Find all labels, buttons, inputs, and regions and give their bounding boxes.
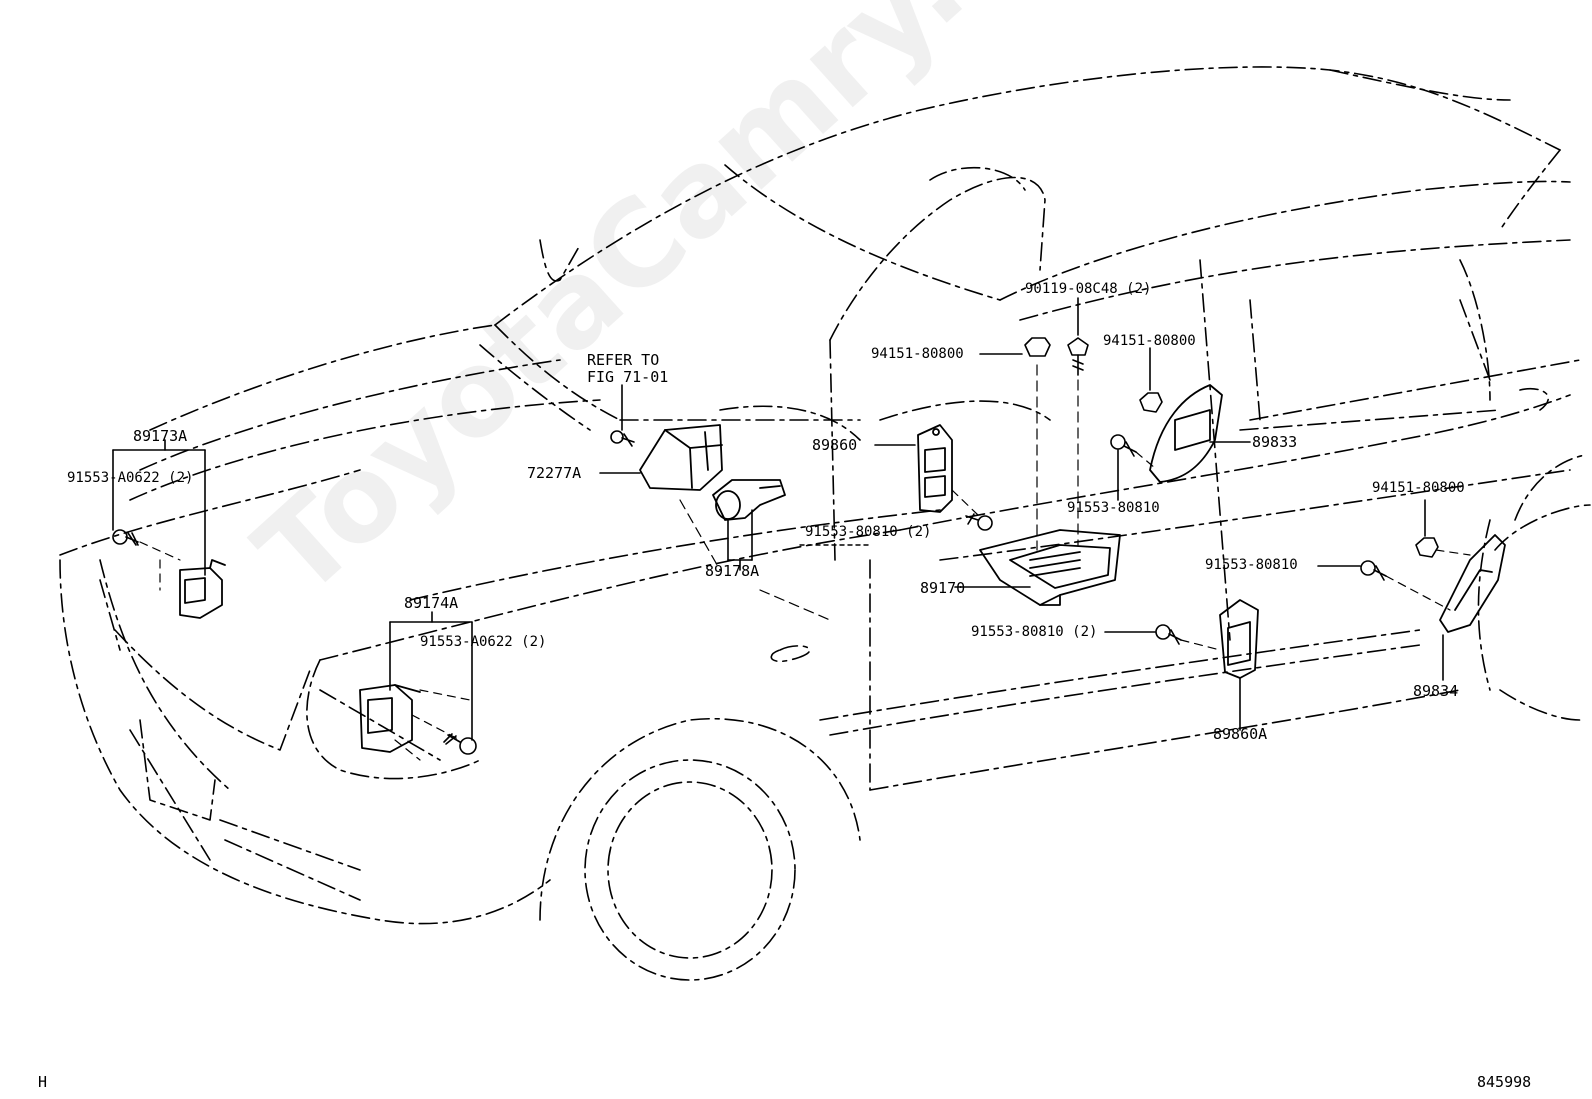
callout-89170: 89170 — [920, 579, 966, 597]
callout-94151-80800-89834: 94151-80800 — [1372, 480, 1465, 496]
callout-refer-to-line1: REFER TO — [587, 351, 660, 369]
callout-90119-08C48: 90119-08C48 (2) — [1025, 281, 1152, 297]
callout-91553-80810-89860A: 91553-80810 (2) — [971, 624, 1098, 640]
sensor-89833 — [1149, 384, 1223, 483]
callout-72277A: 72277A — [527, 464, 582, 482]
callout-91553-A0622-left: 91553-A0622 (2) — [67, 470, 194, 486]
nut-94151-80800-89833 — [1139, 392, 1163, 413]
nut-94151-80800-ecu — [1024, 337, 1051, 357]
callout-91553-80810-rear: 91553-80810 — [1205, 557, 1298, 573]
callout-89174A: 89174A — [404, 594, 459, 612]
sensor-89178A — [712, 479, 786, 521]
callout-94151-80800-ecu: 94151-80800 — [871, 346, 964, 362]
callout-89178A: 89178A — [705, 562, 760, 580]
bracket-72277A — [639, 424, 723, 491]
callout-91553-A0622-right: 91553-A0622 (2) — [420, 634, 547, 650]
bolt-91553-80810-89860A — [1155, 624, 1182, 645]
bolt-91553-80810-89833 — [1110, 434, 1137, 457]
bracket-89860A — [1219, 599, 1259, 679]
callout-91553-80810-89833: 91553-80810 — [1067, 500, 1160, 516]
bolt-91553-80810-89860 — [965, 513, 993, 531]
bolt-refer-fig — [610, 430, 635, 447]
page-letter: H — [38, 1073, 48, 1091]
airbag-ecu-89170 — [979, 529, 1121, 606]
callout-89860A: 89860A — [1213, 725, 1268, 743]
callout-91553-80810-89178A: 91553-80810 (2) — [805, 524, 932, 540]
sensor-89174A — [359, 684, 421, 753]
callout-89833: 89833 — [1252, 433, 1298, 451]
bracket-89860 — [917, 424, 953, 513]
sensor-89173A — [179, 559, 226, 619]
car-body-phantom-lines — [59, 66, 1586, 925]
figure-number: 845998 — [1477, 1073, 1532, 1091]
callout-94151-80800-89833: 94151-80800 — [1103, 333, 1196, 349]
callout-89834: 89834 — [1413, 682, 1459, 700]
bolt-91553-A0622-left — [112, 529, 139, 546]
bolt-90119-08C48 — [1067, 337, 1089, 376]
nut-94151-80800-89834 — [1415, 537, 1439, 558]
front-wheel-outline — [539, 504, 1591, 981]
callout-89860: 89860 — [812, 436, 858, 454]
callout-89173A: 89173A — [133, 427, 188, 445]
bolt-91553-80810-rear — [1360, 560, 1387, 581]
callout-refer-to-line2: FIG 71-01 — [587, 368, 669, 386]
sensor-89834 — [1439, 534, 1506, 633]
